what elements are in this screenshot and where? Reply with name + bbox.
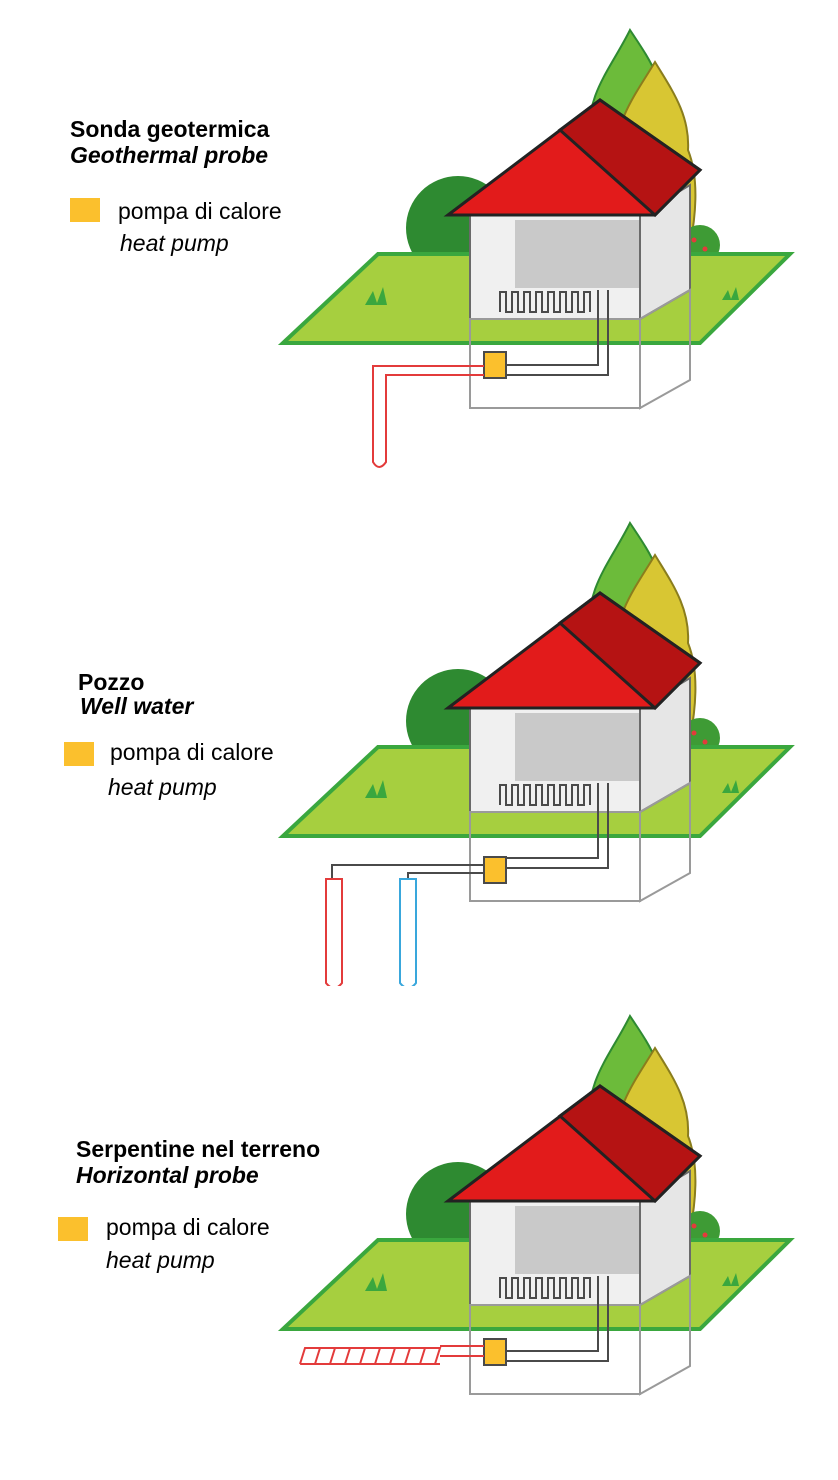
panel-subtitle: Well water bbox=[80, 693, 194, 719]
house-group bbox=[443, 591, 703, 903]
house-illustration-well bbox=[277, 521, 795, 986]
floor-heating-coil-icon bbox=[499, 784, 591, 806]
pipe-connection bbox=[505, 290, 599, 366]
well-supply-pipe bbox=[325, 878, 343, 986]
panel-title: Sonda geotermica bbox=[70, 116, 270, 142]
panel-horizontal-probe: Serpentine nel terreno Horizontal probe … bbox=[0, 986, 838, 1479]
legend-label-en: heat pump bbox=[120, 230, 229, 256]
pipe-connection bbox=[505, 1276, 609, 1362]
heat-pump-icon bbox=[483, 856, 507, 884]
heat-pump-legend-icon bbox=[58, 1217, 88, 1241]
floor-heating-coil-icon bbox=[499, 1277, 591, 1299]
panel-subtitle: Horizontal probe bbox=[76, 1162, 259, 1188]
pipe-connection bbox=[407, 872, 484, 879]
pipe-connection bbox=[505, 783, 599, 859]
grass-tuft-icon bbox=[365, 287, 387, 305]
horizontal-probe-pipe bbox=[299, 1345, 484, 1365]
well-return-pipe bbox=[399, 878, 417, 986]
house-illustration-horizontal bbox=[277, 1014, 795, 1396]
legend-label: pompa di calore bbox=[110, 739, 274, 765]
legend-label-en: heat pump bbox=[108, 774, 217, 800]
grass-tuft-icon bbox=[722, 1273, 739, 1286]
panel-subtitle: Geothermal probe bbox=[70, 142, 269, 168]
panel-well-water: Pozzo Well water pompa di calore heat pu… bbox=[0, 493, 838, 986]
heat-pump-icon bbox=[483, 1338, 507, 1366]
heat-pump-icon bbox=[483, 351, 507, 379]
floor-heating-coil-icon bbox=[499, 291, 591, 313]
grass-tuft-icon bbox=[365, 780, 387, 798]
legend-label: pompa di calore bbox=[118, 198, 282, 224]
panel-geothermal-probe: Sonda geotermica Geothermal probe pompa … bbox=[0, 0, 838, 493]
grass-tuft-icon bbox=[722, 780, 739, 793]
legend-label: pompa di calore bbox=[106, 1214, 270, 1240]
heat-pump-legend-icon bbox=[64, 742, 94, 766]
geothermal-probe-pipe bbox=[372, 365, 484, 468]
pipe-connection bbox=[505, 290, 609, 376]
pipe-connection bbox=[505, 783, 609, 869]
house-group bbox=[443, 98, 703, 410]
heat-pump-legend-icon bbox=[70, 198, 100, 222]
legend-label-en: heat pump bbox=[106, 1247, 215, 1273]
panel-title: Pozzo bbox=[78, 669, 145, 695]
house-illustration-geothermal bbox=[277, 28, 795, 468]
panel-title: Serpentine nel terreno bbox=[76, 1136, 321, 1162]
grass-tuft-icon bbox=[722, 287, 739, 300]
house-group bbox=[443, 1084, 703, 1396]
grass-tuft-icon bbox=[365, 1273, 387, 1291]
pipe-connection bbox=[505, 1276, 599, 1352]
pipe-connection bbox=[331, 864, 484, 879]
